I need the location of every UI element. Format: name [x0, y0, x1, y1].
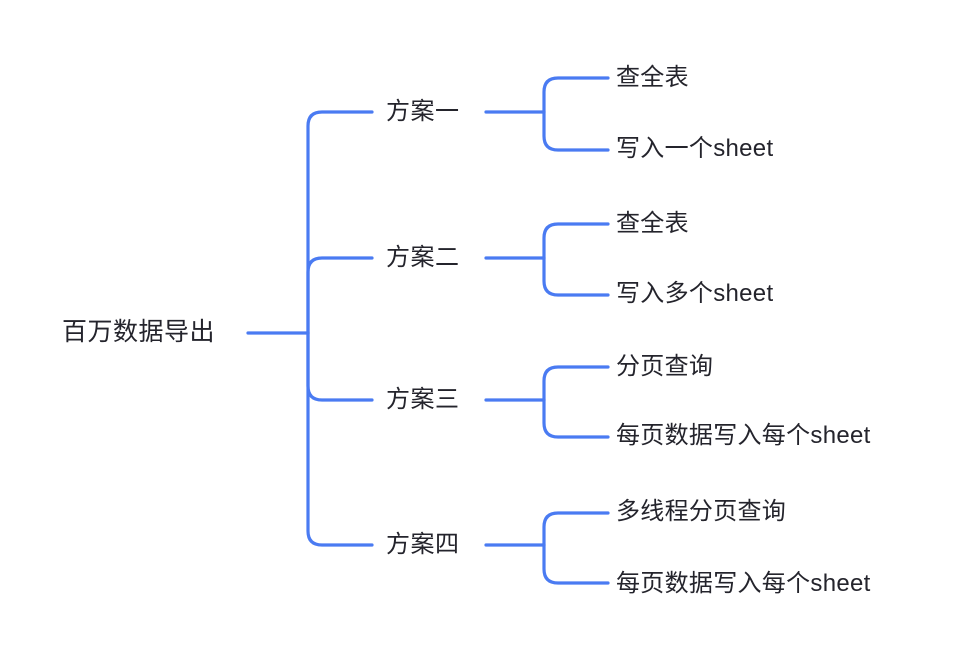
leaf-connector-4-2	[542, 543, 610, 585]
branch-stem-group	[484, 110, 546, 547]
trunk-to-branch-1	[306, 110, 374, 335]
leaf-node-1-2-label[interactable]: 写入一个sheet	[616, 135, 774, 162]
leaf-node-3-1-label[interactable]: 分页查询	[616, 353, 714, 380]
branch-node-4-label[interactable]: 方案四	[386, 531, 460, 558]
trunk-to-branch-2	[306, 256, 374, 335]
leaf-node-2-1-label[interactable]: 查全表	[616, 210, 689, 237]
leaf-node-1-1-label[interactable]: 查全表	[616, 64, 689, 91]
trunk-to-branch-3	[306, 331, 374, 402]
leaf-connector-2-2	[542, 256, 610, 297]
branch-node-3-label[interactable]: 方案三	[386, 386, 460, 413]
leaf-connector-1-1	[542, 76, 610, 114]
leaf-node-4-1-label[interactable]: 多线程分页查询	[616, 498, 787, 525]
leaf-connector-4-1	[542, 511, 610, 547]
leaf-connector-2-1	[542, 222, 610, 260]
trunk-group	[306, 110, 374, 547]
leaf-node-2-2-label[interactable]: 写入多个sheet	[616, 280, 774, 307]
branch-node-1-label[interactable]: 方案一	[386, 98, 460, 125]
trunk-to-branch-4	[306, 331, 374, 547]
branch-node-2-label[interactable]: 方案二	[386, 244, 460, 271]
root-node-label[interactable]: 百万数据导出	[62, 318, 216, 346]
leaf-node-3-2-label[interactable]: 每页数据写入每个sheet	[616, 422, 871, 449]
leaf-connector-group	[542, 76, 610, 585]
leaf-connector-1-2	[542, 110, 610, 152]
leaf-connector-3-2	[542, 398, 610, 439]
leaf-connector-3-1	[542, 365, 610, 402]
leaf-node-4-2-label[interactable]: 每页数据写入每个sheet	[616, 570, 871, 597]
